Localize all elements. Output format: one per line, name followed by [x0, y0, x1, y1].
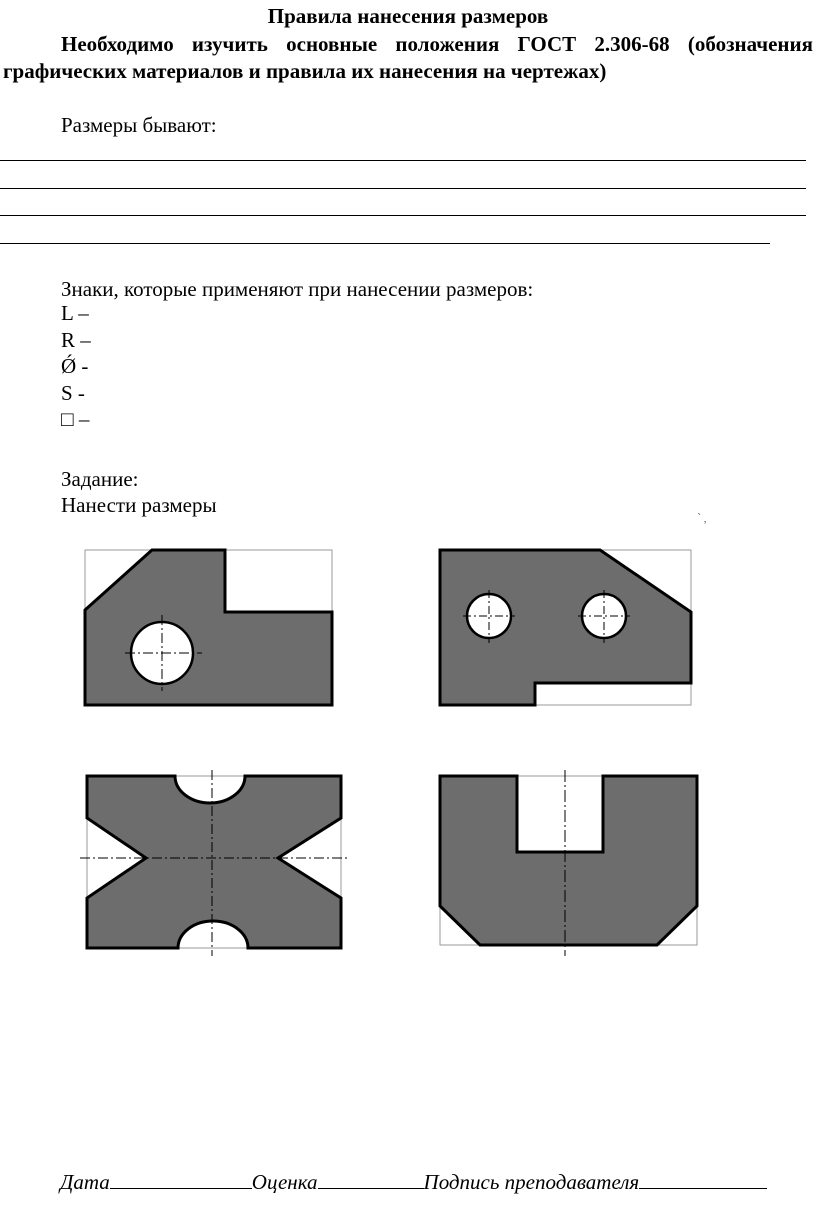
sizes-label: Размеры бывают:: [61, 113, 217, 137]
answer-line-1: [0, 160, 806, 161]
drawing-part-4: [438, 770, 699, 956]
grade-field: [317, 1170, 424, 1189]
signs-list: L – R – Ǿ - S - □ –: [61, 300, 91, 433]
signs-label: Знаки, которые применяют при нанесении р…: [61, 277, 534, 301]
answer-line-4: [0, 243, 770, 244]
drawing-part-3: [80, 770, 348, 956]
page-title: Правила нанесения размеров: [267, 4, 549, 28]
answer-line-3: [0, 215, 806, 216]
sign-sphere: S -: [61, 380, 85, 405]
stray-mark: ՝ ,: [697, 513, 707, 525]
task-label: Задание:: [61, 467, 139, 491]
sign-diameter: Ǿ -: [61, 354, 89, 378]
answer-line-2: [0, 188, 806, 189]
signature-label: Подпись преподавателя: [423, 1170, 640, 1194]
task-instruction: Нанести размеры: [61, 493, 217, 517]
sign-radius: R –: [61, 327, 91, 352]
date-field: [109, 1170, 252, 1189]
sign-square: □ –: [61, 407, 90, 431]
drawing-part-2: [438, 548, 693, 707]
drawing-part-1: [83, 548, 334, 707]
date-label: Дата: [60, 1170, 110, 1194]
intro-paragraph: Необходимо изучить основные положения ГО…: [3, 32, 813, 83]
signature-field: [639, 1170, 768, 1189]
grade-label: Оценка: [251, 1170, 318, 1194]
sign-length: L –: [61, 301, 89, 325]
signature-footer: Дата Оценка Подпись преподавателя: [60, 1170, 768, 1195]
